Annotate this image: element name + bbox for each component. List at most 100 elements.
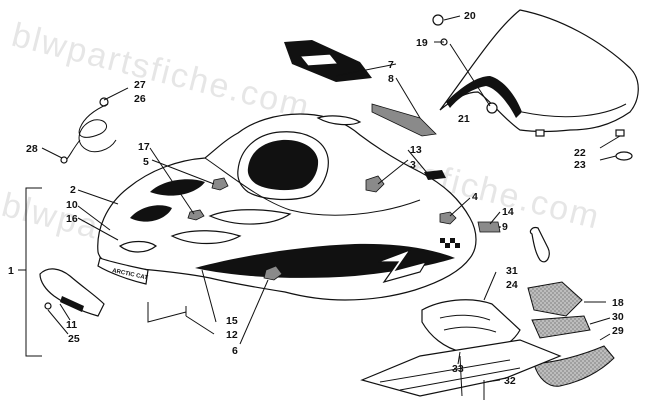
leader-33 — [457, 351, 461, 365]
callout-25: 25 — [68, 333, 80, 345]
windshield-mount-22a — [535, 129, 545, 137]
callout-24: 24 — [506, 279, 518, 291]
callout-10: 10 — [66, 199, 78, 211]
callout-12: 12 — [226, 329, 238, 341]
leader-32 — [485, 379, 501, 383]
hood-nose-vent-middle — [170, 230, 242, 245]
callout-26: 26 — [134, 93, 146, 105]
wire-harness — [60, 97, 117, 164]
leader-lines — [18, 15, 621, 383]
leader-7 — [335, 63, 397, 77]
hood-nose-vent-lower — [118, 240, 157, 253]
underbody-frame-lines — [379, 359, 521, 391]
callout-33: 33 — [452, 363, 464, 375]
callout-18: 18 — [612, 297, 624, 309]
callout-1: 1 — [8, 265, 14, 277]
leader-4 — [449, 197, 471, 217]
callout-8: 8 — [388, 73, 394, 85]
leader-27 — [103, 87, 129, 101]
bolt-33 — [459, 355, 463, 397]
hood-decal-3 — [365, 175, 385, 193]
hood-windshield-glass — [247, 139, 319, 191]
leader-25 — [47, 309, 69, 335]
callout-9: 9 — [502, 221, 508, 233]
windshield-washer-23 — [615, 151, 633, 161]
harness-wire — [65, 103, 117, 161]
leader-15b — [147, 302, 187, 323]
leader-5 — [151, 159, 215, 185]
part-trim-strip-8 — [371, 103, 437, 137]
callout-labels: 1 2 3 4 5 6 7 8 9 10 11 12 13 14 15 16 1… — [8, 10, 624, 387]
hood-decal-5 — [211, 177, 229, 191]
leader-8 — [395, 77, 421, 119]
leader-13 — [407, 149, 429, 175]
windshield-inner-line — [521, 103, 627, 118]
leader-29 — [599, 333, 611, 341]
hood-nose-trim — [97, 257, 149, 285]
windshield-mount-22b — [615, 129, 625, 137]
leader-16 — [77, 217, 119, 241]
hood-side-stripe — [195, 243, 455, 278]
part-bolt-25 — [44, 302, 52, 310]
callout-29: 29 — [612, 325, 624, 337]
leader-15 — [201, 269, 217, 323]
part-mat-18 — [527, 281, 583, 317]
hood-decal-17 — [187, 209, 205, 221]
hood-left-scoop-top — [150, 179, 205, 196]
leader-20 — [443, 15, 461, 21]
callout-21: 21 — [458, 113, 470, 125]
hood-decal-6 — [263, 265, 283, 281]
part-mat-29 — [533, 345, 615, 387]
hood-nose-vent-upper — [208, 209, 292, 225]
leader-12 — [185, 315, 215, 335]
windshield-lower-frame — [446, 76, 522, 118]
callout-28: 28 — [26, 143, 38, 155]
leader-17 — [149, 147, 195, 215]
leader-6 — [239, 279, 269, 345]
hood-left-scoop-bottom — [130, 205, 172, 222]
callout-32: 32 — [504, 375, 516, 387]
hood-assembly: ARCTIC CAT — [97, 113, 477, 301]
leader-22 — [599, 135, 621, 149]
callout-6: 6 — [232, 345, 238, 357]
part-plate-13 — [424, 170, 446, 180]
hood-decal-4 — [439, 211, 457, 225]
callout-7: 7 — [388, 59, 394, 71]
part-handle-14 — [529, 227, 550, 263]
leader-21-line — [449, 43, 491, 107]
leader-10 — [77, 205, 111, 231]
windshield-knob-20 — [432, 14, 444, 26]
part-tray-31-ribs — [439, 314, 497, 333]
leader-23 — [599, 155, 617, 161]
hood-checker-decal — [300, 238, 460, 274]
leader-11 — [59, 303, 71, 321]
hood-ridge-line — [204, 157, 421, 216]
callout-2: 2 — [70, 184, 76, 196]
windshield-assembly — [432, 9, 639, 161]
leader-31 — [483, 271, 497, 301]
leader-28 — [41, 147, 63, 159]
callout-19: 19 — [416, 37, 428, 49]
callout-30: 30 — [612, 311, 624, 323]
callout-14: 14 — [502, 206, 514, 218]
hood-z-logo — [377, 248, 428, 284]
callout-23: 23 — [574, 159, 586, 171]
part-mat-30 — [531, 315, 591, 339]
hood-top-vent — [316, 115, 362, 126]
part-hood-mat-7-highlight — [298, 53, 340, 67]
callout-20: 20 — [464, 10, 476, 22]
callout-15: 15 — [226, 315, 238, 327]
leader-30 — [589, 317, 611, 325]
callout-5: 5 — [143, 156, 149, 168]
leader-3 — [377, 159, 409, 185]
bracket-1 — [25, 187, 42, 357]
callout-31: 31 — [506, 265, 518, 277]
leader-2 — [77, 189, 119, 205]
part-decal-9 — [477, 221, 501, 233]
harness-clip-28 — [60, 156, 68, 164]
windshield-outer — [439, 9, 639, 133]
part-nose-bumper-slot — [60, 296, 84, 312]
callout-16: 16 — [66, 213, 78, 225]
callout-13: 13 — [410, 144, 422, 156]
